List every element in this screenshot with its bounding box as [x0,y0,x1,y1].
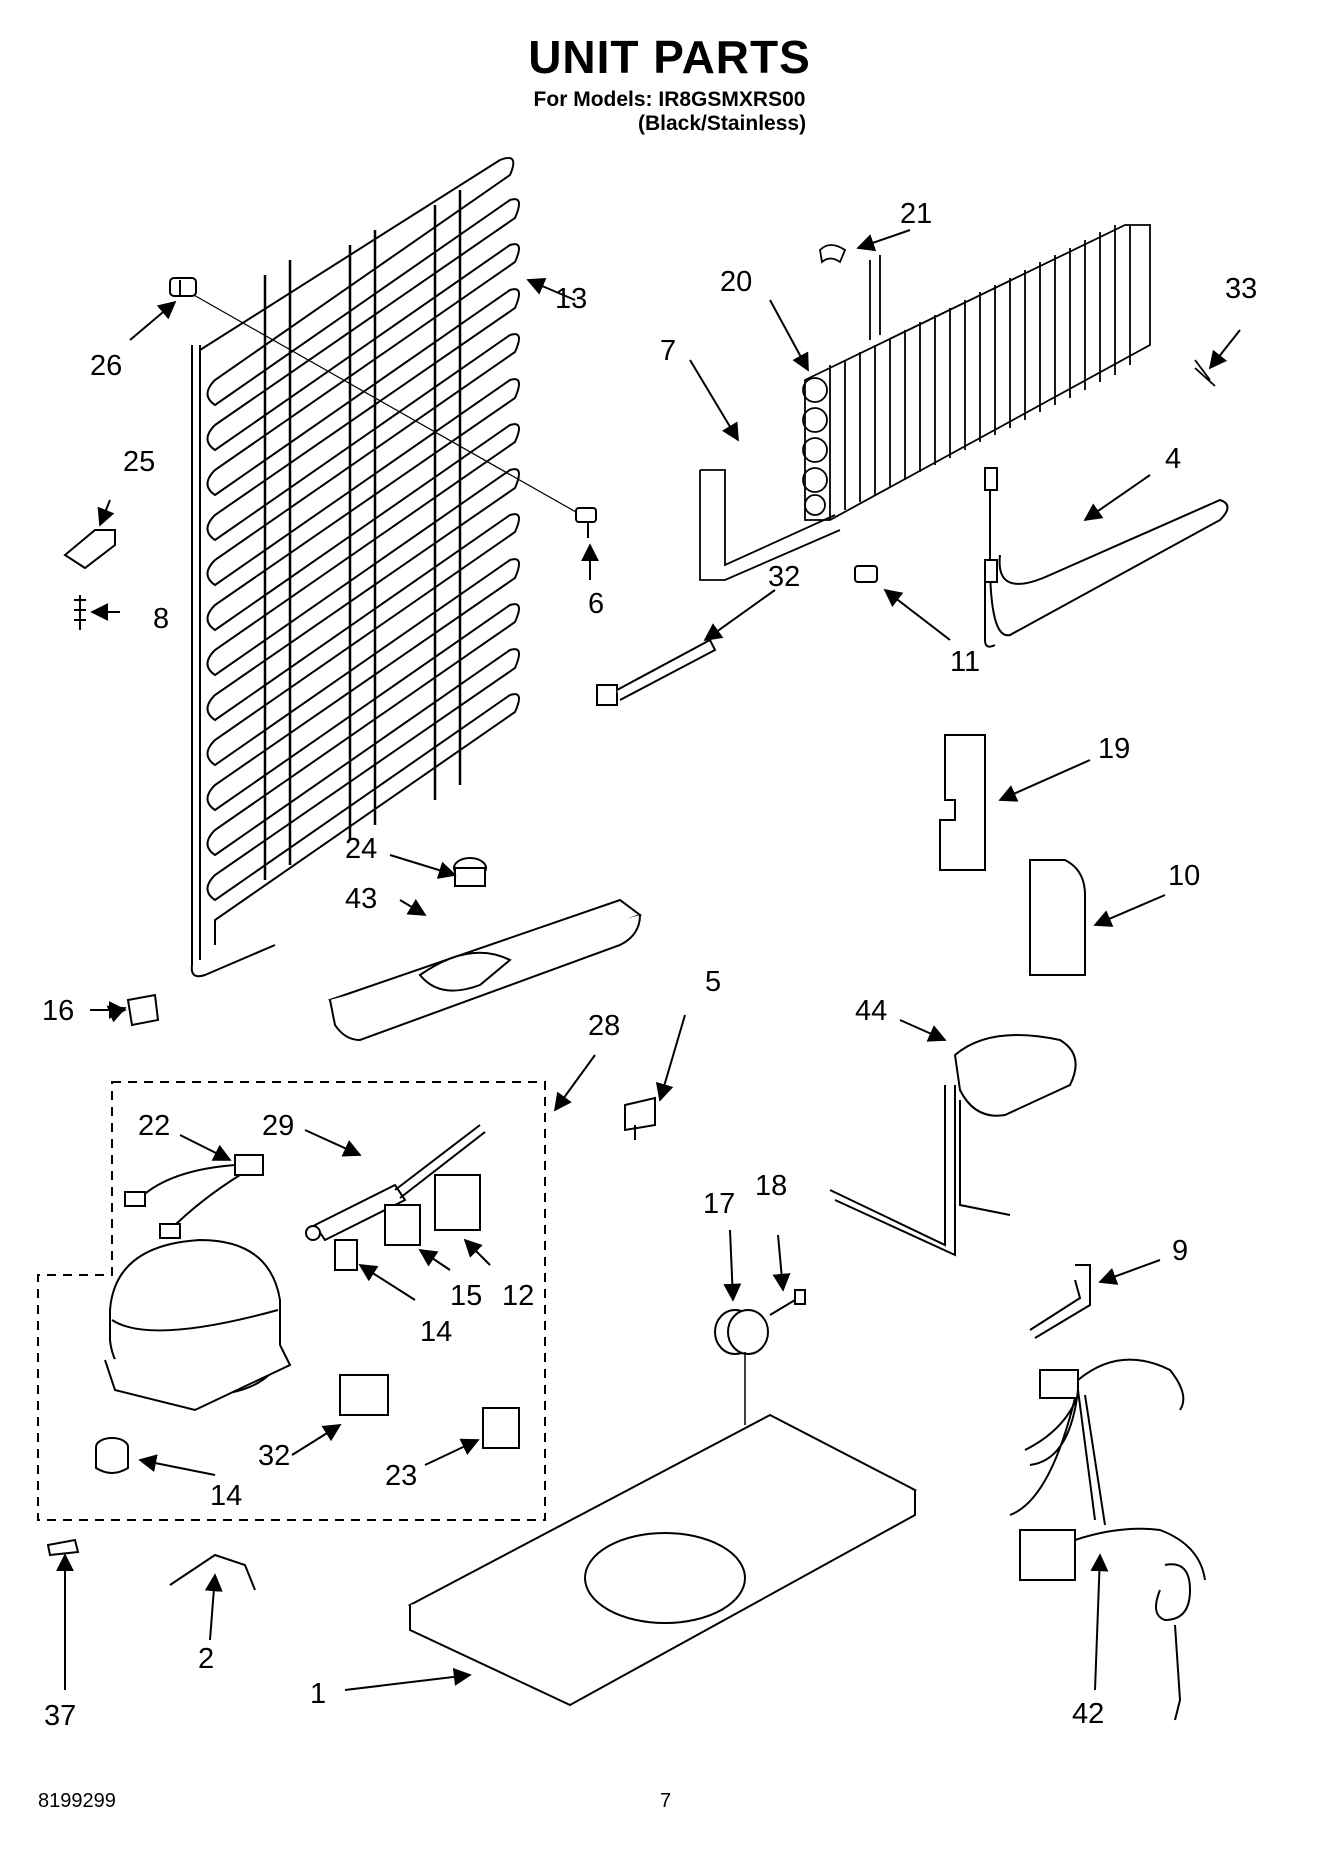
clip-16 [126,993,160,1027]
roller-17 [714,1309,769,1355]
callout-18: 18 [755,1170,788,1202]
grommet-14 [95,1437,129,1474]
clip-13 [334,1239,358,1271]
callout-26: 26 [90,350,123,382]
evaporator [699,224,1216,581]
screw-6 [575,507,597,538]
screw-11 [854,565,878,583]
callout-13: 14 [420,1316,453,1348]
callout-33: 33 [1225,273,1258,305]
callout-4: 4 [1165,443,1182,475]
compressor [104,1238,292,1412]
callout-16: 16 [42,995,75,1027]
bolt-26 [169,277,197,297]
bolt-18 [769,1289,806,1316]
document-number: 8199299 [38,1790,116,1812]
callout-11: 11 [950,646,981,678]
defrost-heater-4 [984,467,1229,648]
spacer-37 [46,1538,80,1557]
wire-harness-42 [1009,1358,1206,1721]
tube-9 [1029,1264,1091,1339]
page-number: 7 [660,1790,672,1812]
stud-5 [624,1096,656,1140]
capacitor-32 [339,1374,389,1416]
callout-1: 1 [310,1678,327,1710]
callout-30: 32 [768,561,801,593]
callout-29: 29 [262,1110,295,1142]
callout-15: 15 [450,1280,483,1312]
callout-7: 7 [660,335,677,367]
connector-22 [124,1154,264,1239]
callout-12: 12 [502,1280,535,1312]
callout-20: 20 [720,266,753,298]
callout-6: 6 [588,588,605,620]
drier-29 [305,1124,486,1242]
tubing-44 [829,1034,1077,1257]
callout-44: 44 [855,995,888,1027]
callout-9: 9 [1172,1235,1189,1267]
callout-37: 37 [44,1700,77,1732]
callout-28: 28 [588,1010,621,1042]
callout-24: 24 [345,833,378,865]
dashed-assembly-box-28 [37,1081,546,1521]
callout-fourteen: 141414 [210,1482,242,1511]
insulation-10 [1029,859,1086,976]
callout-32: 32 [258,1440,291,1472]
callout-5: 5 [705,966,722,998]
callout-17: 17 [703,1188,736,1220]
callout-22: 22 [138,1110,171,1142]
callout-23: 23 [385,1460,418,1492]
callout-14-display: 14 [210,1480,243,1512]
color-line: (Black/Stainless) [638,112,807,135]
callout-3: 13 [555,283,588,315]
callout-10: 10 [1168,860,1201,892]
drain-pan-43 [327,898,643,1042]
bracket-25 [63,529,116,630]
relay-15 [384,1204,421,1246]
leader-arrows [56,229,1241,1691]
callout-43: 43 [345,883,378,915]
models-line: For Models: IR8GSMXRS00 [533,88,806,111]
overload-12 [434,1174,481,1231]
insulation-19 [939,734,986,871]
callout-19: 19 [1098,733,1131,765]
base-pan-1 [407,1413,918,1707]
clip-2 [169,1553,256,1591]
page-title: UNIT PARTS [528,31,811,83]
callout-42: 42 [1072,1698,1105,1730]
callout-25: 25 [123,446,156,478]
tie-strap-30 [596,638,717,706]
callout-21: 21 [900,198,933,230]
grommet-24 [453,857,487,887]
condenser-coil [184,156,591,978]
callout-2: 2 [198,1643,215,1675]
callout-8: 8 [153,603,170,635]
connector-23 [482,1407,520,1449]
